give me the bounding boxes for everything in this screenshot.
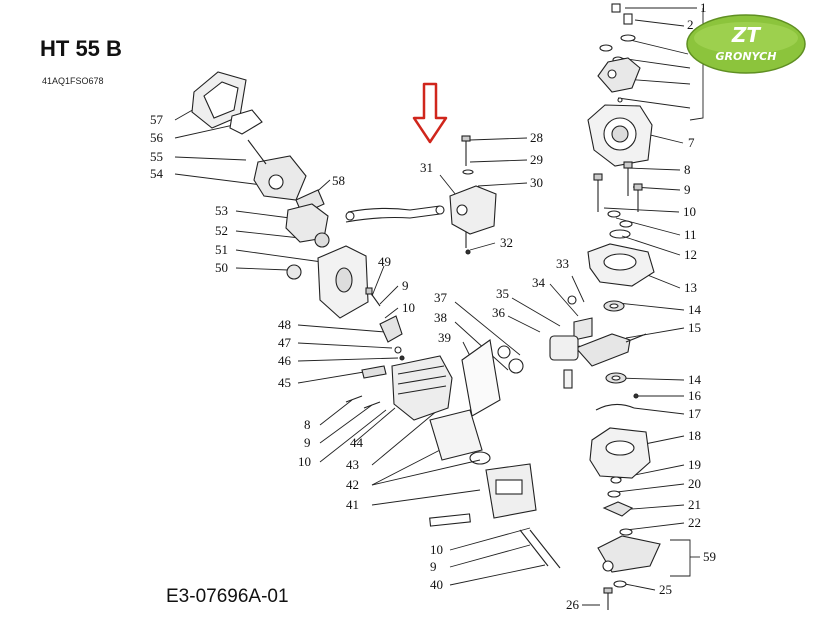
logo-line2: GRONYCH <box>716 50 777 63</box>
callout-18: 18 <box>688 428 701 443</box>
callout-54: 54 <box>150 166 164 181</box>
model-code: 41AQ1FSO678 <box>42 76 104 86</box>
callout-37: 37 <box>434 290 448 305</box>
callout-36: 36 <box>492 305 506 320</box>
part-drawings <box>191 3 661 610</box>
callout-28: 28 <box>530 130 543 145</box>
callout-45: 45 <box>278 375 291 390</box>
callout-31: 31 <box>420 160 433 175</box>
callout-39: 39 <box>438 330 451 345</box>
diagram-id: E3-07696A-01 <box>166 586 289 607</box>
callout-40: 40 <box>430 577 443 592</box>
callout-51: 51 <box>215 242 228 257</box>
callout-33: 33 <box>556 256 569 271</box>
callout-14: 14 <box>688 302 702 317</box>
callout-17: 17 <box>688 406 702 421</box>
callout-30: 30 <box>530 175 543 190</box>
brand-logo: ZT GRONYCH <box>686 14 806 74</box>
callout-44: 44 <box>350 435 364 450</box>
callout-14: 14 <box>688 372 702 387</box>
callout-10: 10 <box>402 300 415 315</box>
callout-42: 42 <box>346 477 359 492</box>
logo-line1: ZT <box>731 23 762 47</box>
callout-21: 21 <box>688 497 701 512</box>
callout-12: 12 <box>684 247 697 262</box>
callout-1: 1 <box>700 0 707 15</box>
callout-20: 20 <box>688 476 701 491</box>
callout-35: 35 <box>496 286 509 301</box>
callout-10: 10 <box>683 204 696 219</box>
callout-numbers: 1278910111213141514161718192021225925262… <box>150 0 716 612</box>
callout-26: 26 <box>566 597 580 612</box>
callout-46: 46 <box>278 353 292 368</box>
callout-43: 43 <box>346 457 359 472</box>
callout-32: 32 <box>500 235 513 250</box>
callout-41: 41 <box>346 497 359 512</box>
callout-2: 2 <box>687 17 694 32</box>
callout-59: 59 <box>703 549 716 564</box>
callout-47: 47 <box>278 335 292 350</box>
callout-8: 8 <box>684 162 691 177</box>
callout-49: 49 <box>378 254 391 269</box>
callout-29: 29 <box>530 152 543 167</box>
callout-57: 57 <box>150 112 164 127</box>
callout-10: 10 <box>430 542 443 557</box>
callout-13: 13 <box>684 280 697 295</box>
callout-48: 48 <box>278 317 291 332</box>
callout-9: 9 <box>304 435 311 450</box>
callout-38: 38 <box>434 310 447 325</box>
callout-15: 15 <box>688 320 701 335</box>
callout-56: 56 <box>150 130 164 145</box>
callout-25: 25 <box>659 582 672 597</box>
callout-22: 22 <box>688 515 701 530</box>
callout-16: 16 <box>688 388 702 403</box>
callout-9: 9 <box>402 278 409 293</box>
callout-34: 34 <box>532 275 546 290</box>
callout-50: 50 <box>215 260 228 275</box>
callout-10: 10 <box>298 454 311 469</box>
callout-9: 9 <box>430 559 437 574</box>
callout-19: 19 <box>688 457 701 472</box>
callout-58: 58 <box>332 173 345 188</box>
callout-7: 7 <box>688 135 695 150</box>
callout-11: 11 <box>684 227 697 242</box>
callout-8: 8 <box>304 417 311 432</box>
callout-53: 53 <box>215 203 228 218</box>
callout-52: 52 <box>215 223 228 238</box>
page-title: HT 55 B <box>40 36 122 61</box>
callout-9: 9 <box>684 182 691 197</box>
callout-55: 55 <box>150 149 163 164</box>
highlight-arrow <box>412 82 448 144</box>
